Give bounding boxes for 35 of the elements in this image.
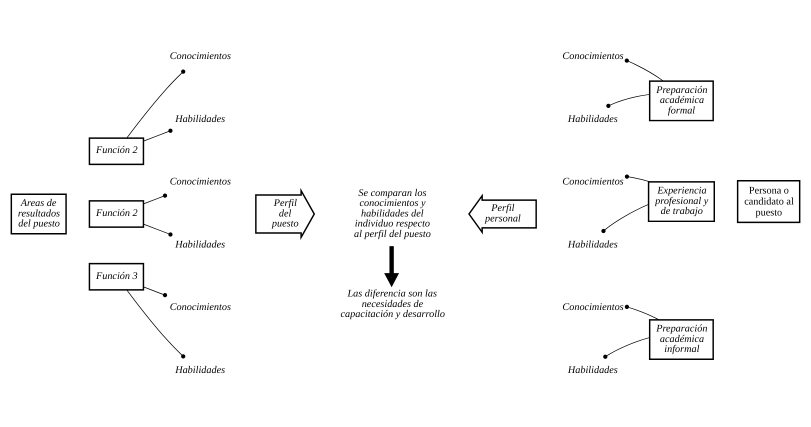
node-text: Conocimientos (562, 176, 624, 188)
node-text: Conocimientos (170, 176, 231, 188)
node-text: Habilidades (175, 113, 226, 124)
node-box: Areas de resultados del puesto (10, 193, 67, 234)
connector (126, 289, 186, 358)
node-text: Habilidades (568, 113, 618, 124)
node-text: Conocimientos (170, 50, 231, 62)
connector (126, 69, 186, 138)
node-text: Se comparan los conocimientos y habilidades del individuo respecto al perfil del puesto (354, 187, 431, 240)
connector (143, 128, 173, 141)
connector (606, 94, 650, 108)
connector (624, 174, 650, 182)
node-text: Habilidades (175, 364, 226, 376)
node-text: Conocimientos (562, 50, 624, 62)
node-box: Experiencia profesional y de trabajo (648, 180, 715, 222)
node-text: Conocimientos (562, 302, 624, 313)
node-text: Habilidades (175, 238, 226, 250)
connector (624, 58, 664, 81)
connector (603, 336, 650, 358)
node-text: Las diferencia son las necesidades de capacitación y desarrollo (340, 288, 446, 320)
connector (143, 286, 168, 297)
connector (624, 304, 660, 320)
node-text: Habilidades (568, 364, 618, 376)
node-box: Preparación académica formal (648, 80, 714, 121)
node-box: Preparación académica informal (648, 318, 714, 360)
node-box: Función 3 (88, 262, 144, 290)
arrow (384, 246, 400, 287)
node-box: Función 2 (88, 200, 144, 228)
node-box: Función 2 (88, 136, 144, 165)
connector (601, 204, 649, 233)
node-text: Conocimientos (170, 302, 231, 313)
node-text: Habilidades (568, 238, 618, 250)
connector (143, 223, 173, 236)
node-box: Persona o candidato al puesto (736, 180, 800, 223)
connector (143, 193, 168, 204)
